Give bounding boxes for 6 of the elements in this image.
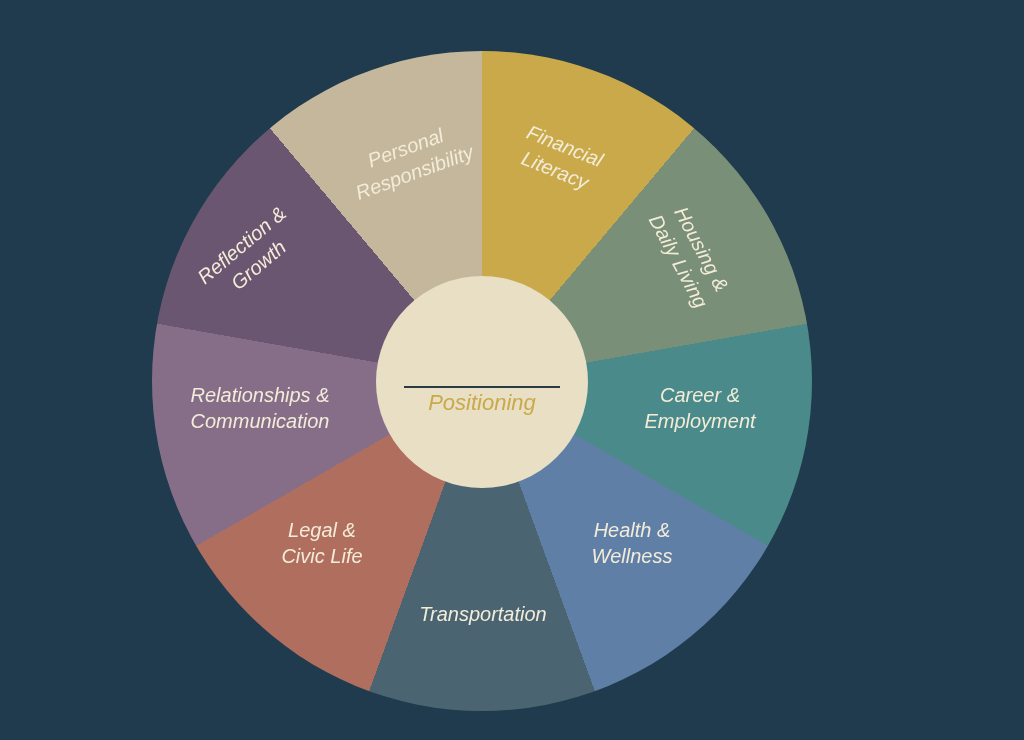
segment-label: Relationships & Communication [165, 382, 355, 434]
segment-label: Transportation [393, 601, 573, 627]
center-label: Positioning [427, 390, 537, 416]
segment-label: Health & Wellness [572, 517, 692, 569]
segment-label: Career & Employment [625, 382, 775, 434]
segment-label: Legal & Civic Life [267, 517, 377, 569]
